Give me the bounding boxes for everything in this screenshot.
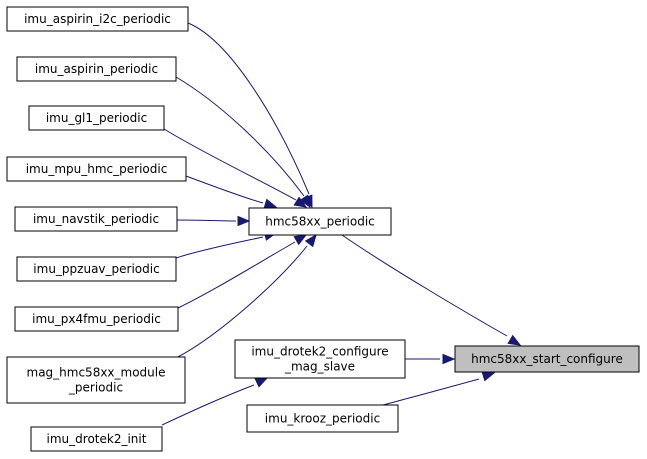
node-label-krooz: imu_krooz_periodic xyxy=(265,412,380,426)
node-label-mag_module-line-2: _periodic xyxy=(68,381,123,395)
node-box-px4fmu[interactable] xyxy=(14,306,179,332)
node-drotek2_configure[interactable]: imu_drotek2_configure_mag_slave xyxy=(234,339,406,379)
node-box-navstik[interactable] xyxy=(14,206,178,232)
node-box-aspirin_i2c[interactable] xyxy=(6,6,189,32)
node-box-krooz[interactable] xyxy=(246,404,399,433)
arrowhead-mpu_hmc-to-hmc_periodic xyxy=(263,198,278,209)
edge-px4fmu-to-hmc_periodic xyxy=(177,241,296,309)
node-hmc_periodic[interactable]: hmc58xx_periodic xyxy=(248,207,392,236)
node-label-hmc_periodic: hmc58xx_periodic xyxy=(265,215,375,229)
arrowhead-krooz-to-start_configure xyxy=(481,371,496,382)
node-box-drotek2_configure[interactable] xyxy=(234,339,406,379)
node-box-start_configure[interactable] xyxy=(454,345,640,373)
node-box-ppzuav[interactable] xyxy=(16,256,177,282)
node-krooz[interactable]: imu_krooz_periodic xyxy=(246,404,399,433)
arrowhead-drotek2_init-to-drotek2_configure xyxy=(254,377,269,388)
edge-ppzuav-to-hmc_periodic xyxy=(175,236,264,259)
node-label-drotek2_configure-line-2: _mag_slave xyxy=(284,360,355,374)
node-box-drotek2_init[interactable] xyxy=(30,426,163,452)
node-box-mag_module[interactable] xyxy=(6,356,186,404)
arrowhead-px4fmu-to-hmc_periodic xyxy=(293,234,308,246)
node-label-navstik: imu_navstik_periodic xyxy=(33,212,159,226)
edge-drotek2_init-to-drotek2_configure xyxy=(161,384,255,426)
arrowhead-hmc_periodic-to-start_configure xyxy=(507,334,522,346)
node-box-hmc_periodic[interactable] xyxy=(248,207,392,236)
node-mag_module[interactable]: mag_hmc58xx_module_periodic xyxy=(6,356,186,404)
arrowhead-mag_module-to-hmc_periodic xyxy=(304,233,317,248)
arrowhead-aspirin-to-hmc_periodic xyxy=(299,194,311,209)
node-ppzuav[interactable]: imu_ppzuav_periodic xyxy=(16,256,177,282)
edge-krooz-to-start_configure xyxy=(382,378,480,406)
node-label-aspirin: imu_aspirin_periodic xyxy=(35,62,158,76)
node-label-mpu_hmc: imu_mpu_hmc_periodic xyxy=(26,162,168,176)
arrowhead-navstik-to-hmc_periodic xyxy=(237,215,251,227)
edge-navstik-to-hmc_periodic xyxy=(176,219,237,222)
node-navstik[interactable]: imu_navstik_periodic xyxy=(14,206,178,232)
edge-mpu_hmc-to-hmc_periodic xyxy=(185,175,264,204)
node-label-gl1: imu_gl1_periodic xyxy=(46,111,147,125)
node-aspirin[interactable]: imu_aspirin_periodic xyxy=(16,56,177,82)
node-box-gl1[interactable] xyxy=(28,105,165,131)
node-label-ppzuav: imu_ppzuav_periodic xyxy=(33,262,159,276)
node-drotek2_init[interactable]: imu_drotek2_init xyxy=(30,426,163,452)
node-mpu_hmc[interactable]: imu_mpu_hmc_periodic xyxy=(6,156,187,182)
edge-aspirin-to-hmc_periodic xyxy=(175,76,305,197)
node-box-mpu_hmc[interactable] xyxy=(6,156,187,182)
node-aspirin_i2c[interactable]: imu_aspirin_i2c_periodic xyxy=(6,6,189,32)
node-label-aspirin_i2c: imu_aspirin_i2c_periodic xyxy=(24,12,171,26)
edge-mag_module-to-hmc_periodic xyxy=(175,245,308,359)
call-graph-nodes: imu_aspirin_i2c_periodic imu_aspirin_peri… xyxy=(6,6,640,452)
edge-aspirin_i2c-to-hmc_periodic xyxy=(187,22,310,195)
node-px4fmu[interactable]: imu_px4fmu_periodic xyxy=(14,306,179,332)
node-label-drotek2_init: imu_drotek2_init xyxy=(47,432,147,446)
arrowhead-drotek2_configure-to-start_configure xyxy=(442,353,456,365)
node-label-mag_module-line-1: mag_hmc58xx_module xyxy=(27,366,166,380)
node-start_configure[interactable]: hmc58xx_start_configure xyxy=(454,345,640,373)
node-label-start_configure: hmc58xx_start_configure xyxy=(471,352,623,366)
node-gl1[interactable]: imu_gl1_periodic xyxy=(28,105,165,131)
node-box-aspirin[interactable] xyxy=(16,56,177,82)
node-label-px4fmu: imu_px4fmu_periodic xyxy=(32,312,161,326)
node-label-drotek2_configure-line-1: imu_drotek2_configure xyxy=(251,345,388,359)
arrowhead-gl1-to-hmc_periodic xyxy=(293,196,308,208)
edge-hmc_periodic-to-start_configure xyxy=(341,234,508,337)
edge-gl1-to-hmc_periodic xyxy=(163,128,297,201)
